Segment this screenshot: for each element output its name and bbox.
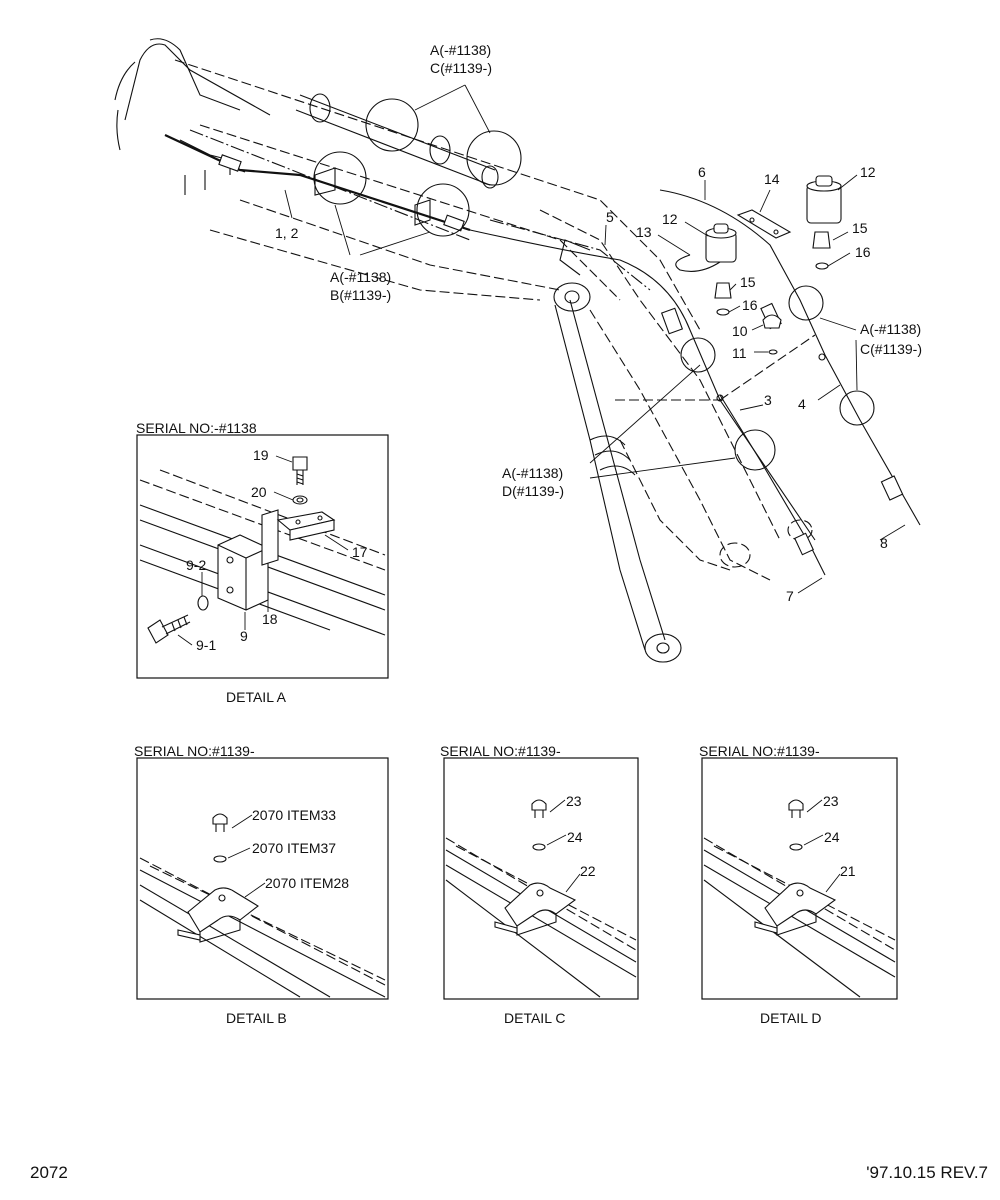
arm-cylinder: [295, 93, 499, 189]
detail-d-frame: [701, 757, 898, 1000]
detail-a-serial: SERIAL NO:-#1138: [136, 420, 257, 436]
label-a-right: A(-#1138): [860, 321, 921, 337]
detail-d-label-23: 23: [823, 793, 839, 809]
detail-d-serial: SERIAL NO:#1139-: [699, 743, 820, 759]
detail-b-caption: DETAIL B: [226, 1010, 287, 1026]
leader-lines: [284, 84, 906, 594]
detail-c-serial: SERIAL NO:#1139-: [440, 743, 561, 759]
label-14: 14: [764, 171, 780, 187]
detail-d-caption: DETAIL D: [760, 1010, 821, 1026]
pressure-switch-parts: [705, 175, 842, 355]
detail-b: SERIAL NO:#1139- 2070 ITEM33 2070 ITEM37…: [134, 743, 389, 1026]
label-13: 13: [636, 224, 652, 240]
label-b-left: B(#1139-): [330, 287, 391, 303]
detail-a-label-9-1: 9-1: [196, 637, 216, 653]
label-16-mid: 16: [742, 297, 758, 313]
label-a-left: A(-#1138): [330, 269, 391, 285]
label-1-2: 1, 2: [275, 225, 299, 241]
detail-b-serial: SERIAL NO:#1139-: [134, 743, 255, 759]
detail-c-drawing: [445, 799, 637, 998]
label-8: 8: [880, 535, 888, 551]
label-12-mid: 12: [662, 211, 678, 227]
label-3: 3: [764, 392, 772, 408]
label-a-top: A(-#1138): [430, 42, 491, 58]
arm-outline: [114, 38, 816, 581]
label-11: 11: [732, 345, 747, 361]
footer: 2072 '97.10.15 REV.7: [30, 1163, 988, 1182]
label-10: 10: [732, 323, 748, 339]
label-6: 6: [698, 164, 706, 180]
detail-d: SERIAL NO:#1139- 23 24 21 DETAIL D: [699, 743, 898, 1026]
detail-a-label-9: 9: [240, 628, 248, 644]
detail-a-label-19: 19: [253, 447, 269, 463]
label-d-mid: D(#1139-): [502, 483, 564, 499]
detail-a-label-17: 17: [352, 544, 368, 560]
detail-c-frame: [443, 757, 639, 1000]
label-c-right: C(#1139-): [860, 341, 922, 357]
hose-lines: [164, 134, 921, 576]
detail-d-drawing: [703, 799, 896, 998]
revision-stamp: '97.10.15 REV.7: [866, 1163, 988, 1182]
detail-a-label-18: 18: [262, 611, 278, 627]
detail-b-frame: [136, 757, 389, 1000]
detail-b-item37: 2070 ITEM37: [252, 840, 336, 856]
detail-c-label-24: 24: [567, 829, 583, 845]
label-a-mid: A(-#1138): [502, 465, 563, 481]
detail-c-label-22: 22: [580, 863, 596, 879]
label-15-right: 15: [852, 220, 868, 236]
label-7: 7: [786, 588, 794, 604]
label-4: 4: [798, 396, 806, 412]
detail-b-drawing: [139, 813, 386, 998]
main-view: A(-#1138) C(#1139-) 1, 2 A(-#1138) B(#11…: [114, 38, 922, 663]
label-15-mid: 15: [740, 274, 756, 290]
label-16-right: 16: [855, 244, 871, 260]
detail-a-frame: [136, 434, 389, 679]
main-view-labels: A(-#1138) C(#1139-) 1, 2 A(-#1138) B(#11…: [275, 42, 922, 604]
page-number: 2072: [30, 1163, 68, 1182]
label-c-top: C(#1139-): [430, 60, 492, 76]
label-12-top: 12: [860, 164, 876, 180]
detail-a: SERIAL NO:-#1138: [136, 420, 389, 705]
detail-c: SERIAL NO:#1139- 23 24 22 DETAIL C: [440, 743, 639, 1026]
detail-d-label-24: 24: [824, 829, 840, 845]
detail-c-caption: DETAIL C: [504, 1010, 565, 1026]
detail-b-item28: 2070 ITEM28: [265, 875, 349, 891]
detail-c-label-23: 23: [566, 793, 582, 809]
label-5: 5: [606, 209, 614, 225]
detail-a-drawing: [139, 455, 386, 646]
detail-a-label-20: 20: [251, 484, 267, 500]
detail-a-caption: DETAIL A: [226, 689, 287, 705]
detail-callout-circles: [313, 98, 875, 471]
detail-b-item33: 2070 ITEM33: [252, 807, 336, 823]
boom-cylinder: [553, 239, 682, 663]
detail-a-label-9-2: 9-2: [186, 557, 206, 573]
detail-d-label-21: 21: [840, 863, 856, 879]
